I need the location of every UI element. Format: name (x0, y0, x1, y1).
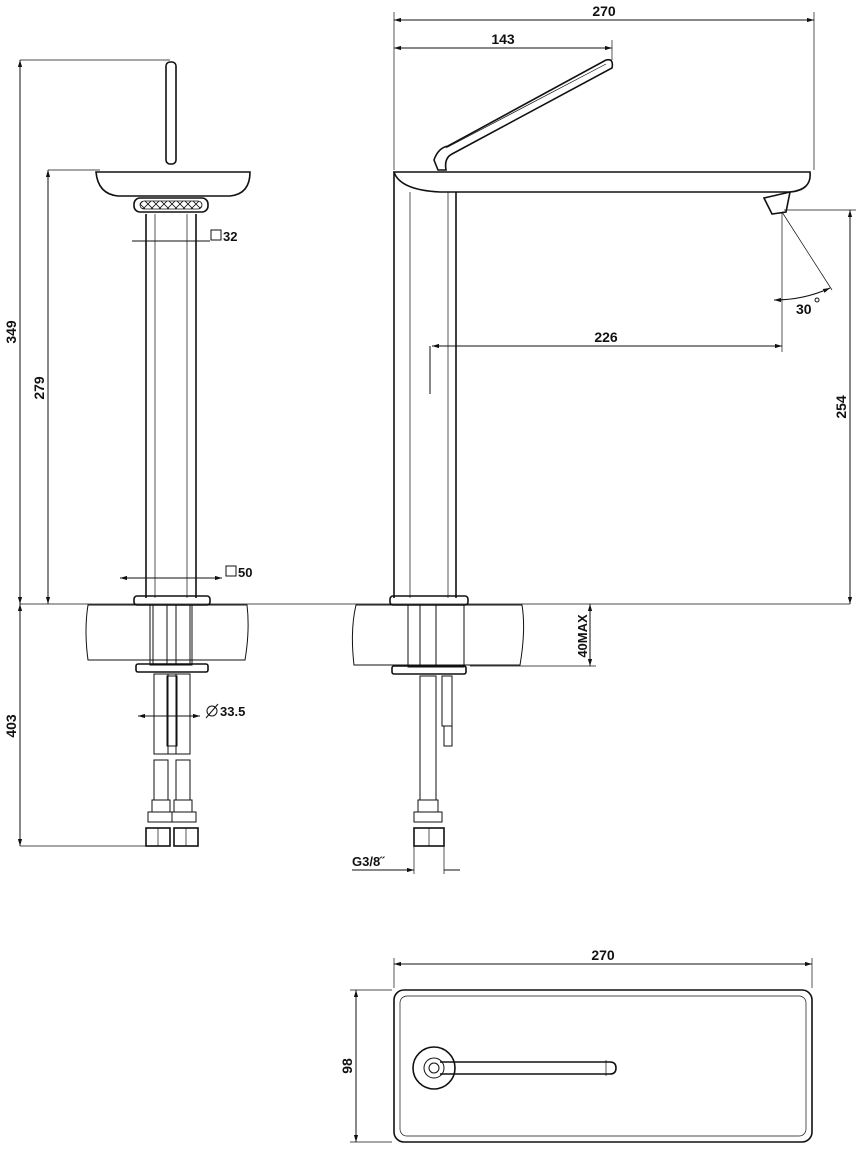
dim-deck-thickness: 40MAX (575, 614, 590, 658)
front-handle (165, 61, 177, 165)
dim-spout-reach: 226 (594, 329, 618, 345)
dim-spout-height: 254 (833, 395, 849, 419)
top-plate (393, 989, 813, 1143)
dim-handle-reach: 143 (491, 31, 515, 47)
side-aerator (762, 190, 792, 215)
front-view: 349 279 32 50 403 33.5 (3, 59, 850, 847)
side-deck-section (351, 604, 525, 666)
square-symbol-icon (210, 229, 222, 241)
side-handle (433, 58, 614, 171)
dim-body-height: 279 (31, 376, 47, 400)
dim-plate-depth: 98 (339, 1058, 355, 1074)
front-aerator (133, 197, 209, 213)
dim-spout-angle: 30 (796, 301, 812, 317)
degree-symbol-icon (814, 297, 820, 303)
dim-total-height: 349 (3, 320, 19, 344)
dim-overall-width-top: 270 (591, 947, 615, 963)
side-view: 270 143 226 254 30 40MAX G3/8˝ (351, 3, 856, 874)
side-spout-body (392, 171, 811, 193)
dim-tail-length: 403 (3, 714, 19, 738)
top-handle-lever (440, 1061, 617, 1075)
dim-connector-thread: G3/8˝ (352, 854, 385, 869)
diameter-symbol-icon (205, 703, 219, 719)
top-handle-base (412, 1046, 456, 1090)
front-deck-section (85, 604, 249, 661)
dim-overall-width-side: 270 (592, 3, 616, 19)
dim-stem-square: 32 (223, 229, 237, 244)
square-symbol-icon (225, 565, 237, 577)
dim-tail-diameter: 33.5 (220, 704, 245, 719)
top-view: 270 98 (339, 947, 813, 1143)
front-spout-head (95, 171, 251, 197)
dim-base-square: 50 (238, 565, 252, 580)
